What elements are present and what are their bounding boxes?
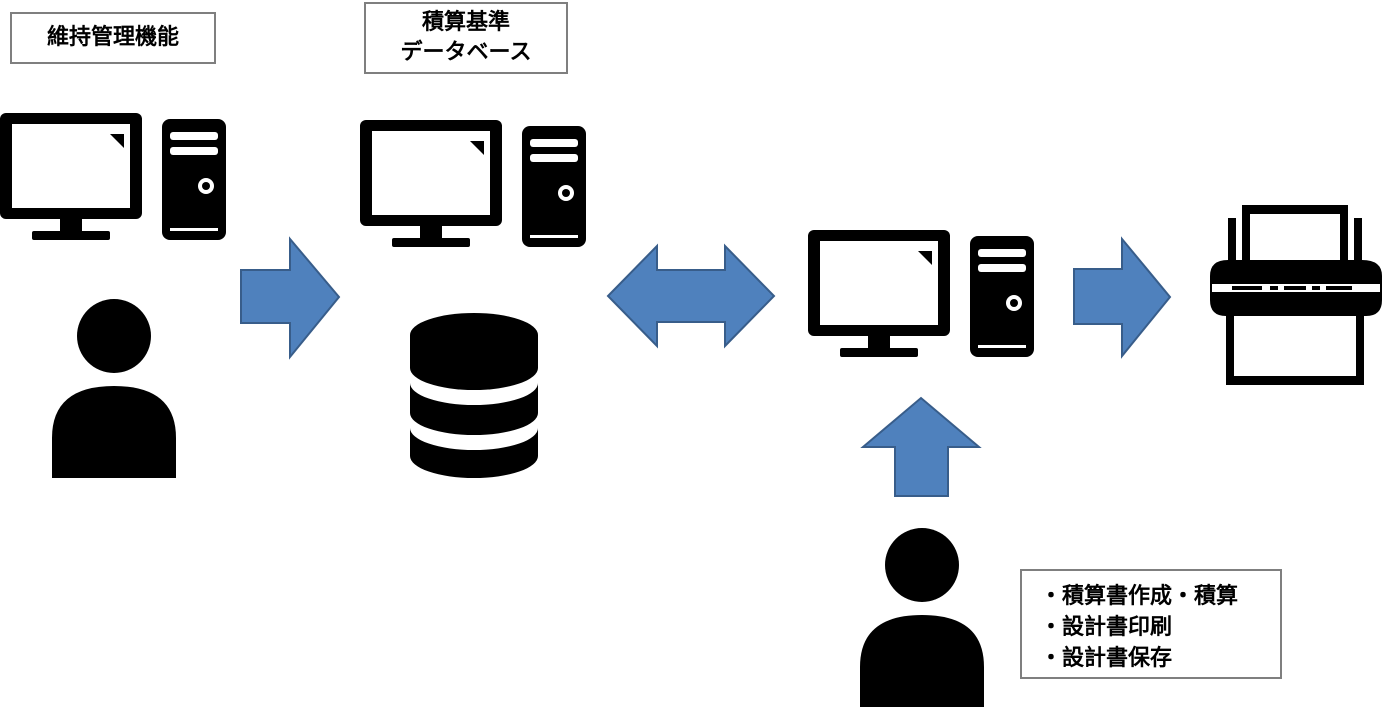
function-item: ・積算書作成・積算	[1040, 584, 1239, 609]
admin-person-icon	[52, 299, 176, 478]
database-label-line2: データベース	[400, 40, 532, 65]
database-server-computer-icon	[360, 120, 586, 247]
client-computer-icon	[808, 230, 1034, 357]
right-arrow-icon	[1073, 236, 1172, 359]
function-item: ・設計書保存	[1040, 646, 1173, 671]
right-arrow-icon	[240, 236, 341, 360]
up-arrow-icon	[860, 396, 982, 497]
database-label: 積算基準 データベース	[364, 2, 568, 74]
database-label-line1: 積算基準	[421, 10, 510, 35]
function-item: ・設計書印刷	[1040, 615, 1173, 640]
database-icon	[410, 313, 538, 478]
function-list-box: ・積算書作成・積算 ・設計書印刷 ・設計書保存	[1020, 569, 1282, 679]
maintenance-function-label: 維持管理機能	[10, 12, 216, 64]
printer-icon	[1210, 205, 1382, 385]
double-arrow-icon	[606, 243, 776, 349]
admin-computer-icon	[0, 113, 226, 240]
user-person-icon	[860, 528, 984, 707]
maintenance-function-text: 維持管理機能	[46, 25, 179, 50]
